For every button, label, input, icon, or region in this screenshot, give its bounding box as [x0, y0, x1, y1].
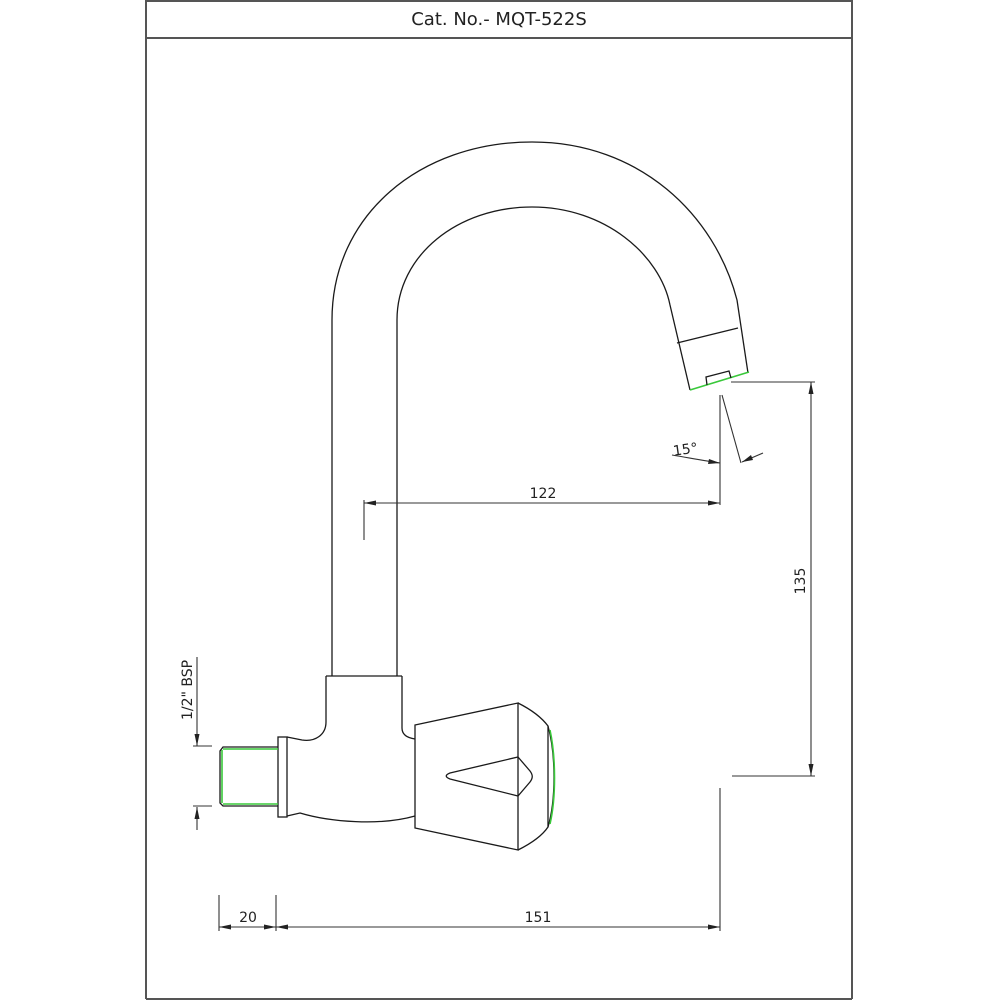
dimension-bottom: 20 151: [218, 788, 721, 931]
dimension-15deg-label: 15°: [672, 440, 699, 459]
drawing-frame: [145, 0, 853, 1000]
dimension-20-label: 20: [239, 910, 257, 926]
dimension-151-label: 151: [525, 910, 552, 926]
dimension-spout-angle: 15°: [671, 394, 764, 464]
dimension-135-label: 135: [793, 568, 809, 595]
dimension-122-label: 122: [530, 486, 557, 502]
dimension-inlet-thread: 1/2" BSP: [180, 657, 212, 830]
dimension-spout-reach: 122: [363, 395, 721, 540]
dimension-spout-height: 135: [731, 381, 815, 777]
dimension-bsp-label: 1/2" BSP: [180, 660, 196, 720]
valve-body: [286, 675, 416, 823]
inlet-thread: [219, 736, 288, 818]
catalog-number-title: Cat. No.- MQT-522S: [411, 9, 587, 30]
handle-knob: [414, 702, 556, 851]
spout-outline: [331, 141, 750, 676]
